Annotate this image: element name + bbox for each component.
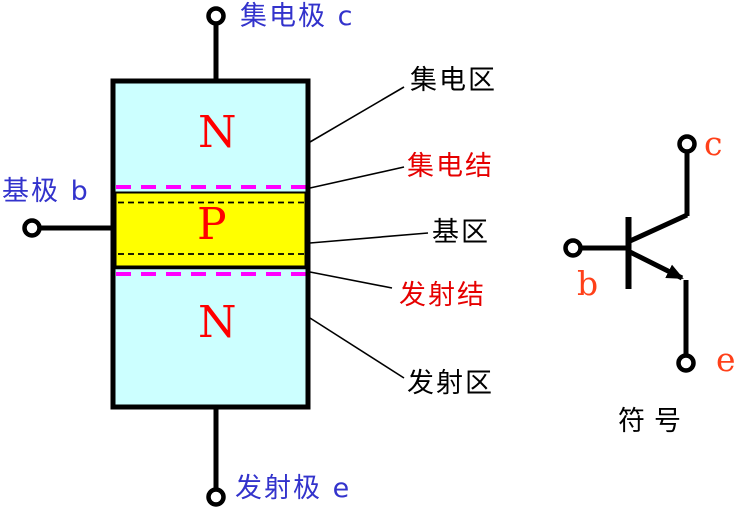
emitter-terminal-circle [206, 487, 226, 507]
emitter-region-letter: N [198, 297, 237, 348]
emitter-junction-callout: 发射结 [399, 280, 486, 311]
emitter-region-leader [309, 317, 405, 379]
symbol-collector-pin-label: c [704, 124, 723, 163]
emitter-region-callout: 发射区 [407, 368, 494, 399]
block-outline [110, 78, 311, 410]
npn-symbol [563, 134, 697, 373]
collector-region-leader [309, 86, 405, 143]
symbol-emitter-circle [676, 353, 696, 373]
symbol-collector-circle [677, 134, 697, 154]
symbol-caption: 符号 [618, 406, 690, 437]
symbol-collector-diagonal [628, 212, 689, 244]
symbol-base-pin-label: b [577, 264, 599, 303]
base-terminal-circle [22, 218, 42, 238]
emitter-junction-leader [309, 271, 393, 289]
collector-terminal-label: 集电极 c [240, 1, 355, 32]
base-region-letter: P [197, 199, 227, 250]
emitter-terminal-label: 发射极 e [235, 473, 352, 504]
symbol-emitter-diagonal-arrow [628, 249, 684, 281]
collector-junction-leader [309, 166, 405, 189]
collector-region-letter: N [198, 107, 237, 158]
symbol-base-circle [563, 238, 583, 258]
symbol-emitter-pin-label: e [716, 340, 736, 379]
base-region-callout: 基区 [432, 217, 490, 248]
collector-junction-callout: 集电结 [407, 151, 494, 182]
collector-region-callout: 集电区 [410, 65, 497, 96]
base-region-leader [309, 232, 429, 244]
base-terminal-label: 基极 b [2, 176, 90, 207]
collector-terminal-circle [206, 6, 226, 26]
